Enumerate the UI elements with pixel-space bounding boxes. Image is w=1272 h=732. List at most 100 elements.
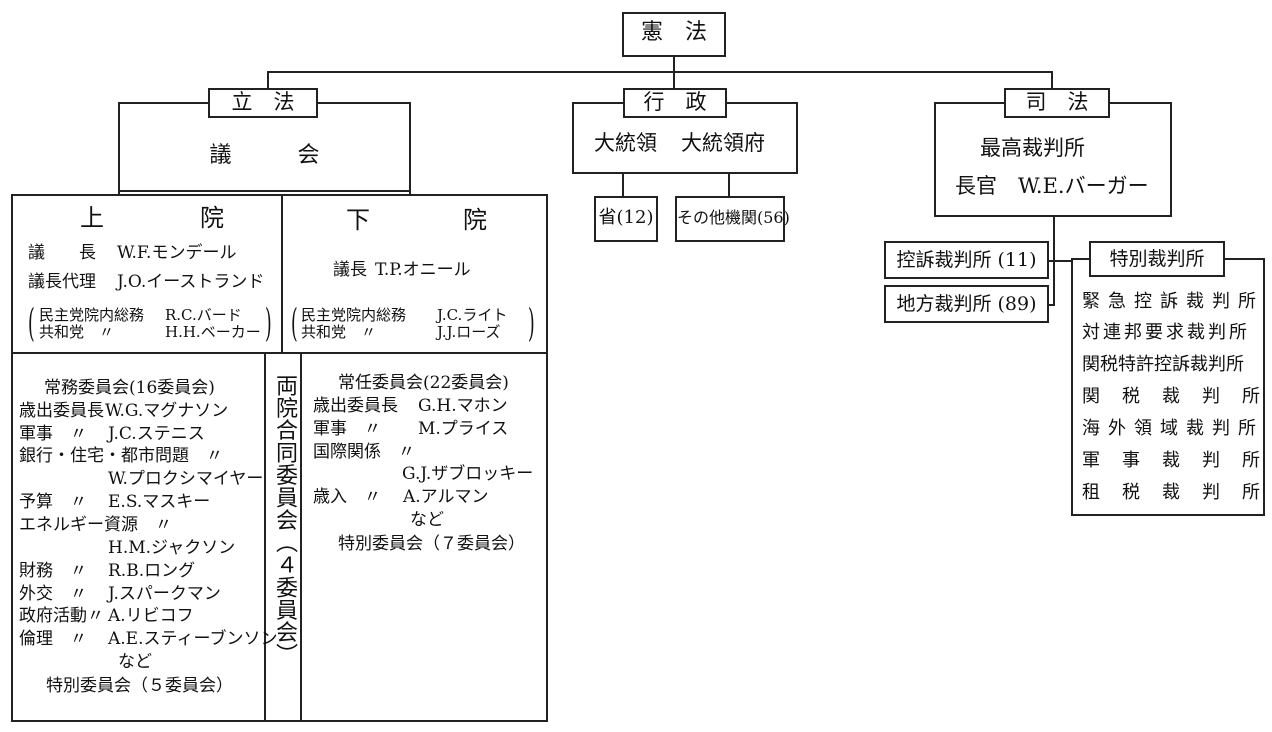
- senate-committee-name: E.S.マスキー: [108, 492, 211, 512]
- senate-paren-open: (: [28, 301, 35, 345]
- senate-committee-name: J.スパークマン: [108, 584, 221, 604]
- house-whip-name: J.C.ライト: [437, 306, 508, 324]
- appeals-court-label: 控訴裁判所 (11): [896, 249, 1037, 271]
- senate-committee-role: 外交 〃: [19, 584, 87, 604]
- special-court-item: 軍事裁判所: [1082, 450, 1272, 471]
- senate-whip-name: H.H.ベーカー: [165, 323, 261, 341]
- constitution-label: 憲 法: [640, 20, 707, 45]
- house-committee-name: M.プライス: [418, 419, 509, 439]
- senate-title-b: 院: [200, 204, 224, 232]
- congress-label: 議 会: [209, 143, 320, 168]
- link-appeals: [1047, 260, 1055, 262]
- house-whip-role: 民主党院内総務: [301, 306, 407, 324]
- senate-officer-role: 議長代理: [28, 272, 96, 292]
- senate-special: 特別委員会（５委員会）: [46, 676, 233, 696]
- house-committee-role: 軍事 〃: [313, 419, 381, 439]
- house-committee-name: A.アルマン: [403, 487, 489, 507]
- senate-committee-name: R.B.ロング: [108, 561, 196, 581]
- house-speaker-role: 議長: [333, 260, 367, 280]
- drop-ministries: [622, 172, 624, 196]
- house-speaker-name: T.P.オニール: [375, 260, 471, 280]
- ministries-label: 省(12): [598, 207, 654, 228]
- senate-committee-name: H.M.ジャクソン: [108, 538, 236, 558]
- chamber-box: [11, 194, 548, 722]
- judicial-label: 司 法: [1025, 90, 1089, 114]
- district-court-label: 地方裁判所 (89): [896, 293, 1037, 315]
- president-label: 大統領: [594, 131, 657, 155]
- link-special: [1053, 260, 1073, 262]
- drop-legislative: [267, 71, 269, 89]
- special-courts-heading: 特別裁判所: [1109, 248, 1205, 270]
- house-committee-role: 歳入 〃: [313, 487, 381, 507]
- senate-title-a: 上: [80, 204, 104, 232]
- branch-bar: [267, 71, 1053, 73]
- house-title-b: 院: [463, 206, 487, 234]
- senate-committee-role: 歳出委員長: [19, 401, 104, 421]
- senate-committee-name: A.E.スティーブンソン: [108, 629, 278, 649]
- joint-left-line: [264, 352, 266, 722]
- congress-box: [118, 102, 411, 192]
- senate-committee-role: 銀行・住宅・都市問題 〃: [19, 446, 223, 466]
- house-committee-name: G.J.ザブロッキー: [402, 464, 534, 484]
- trunk-line: [673, 55, 675, 73]
- house-special: 特別委員会（７委員会）: [338, 534, 525, 554]
- senate-committee-name: W.G.マグナソン: [105, 401, 229, 421]
- special-court-item: 緊急控訴裁判所: [1082, 291, 1264, 312]
- ministries-box: [594, 196, 658, 242]
- senate-officer-name: J.O.イーストランド: [117, 272, 265, 292]
- supreme-court-box: [934, 102, 1172, 217]
- senate-whip-role: 共和党 〃: [39, 323, 115, 341]
- house-whip-role: 共和党 〃: [301, 323, 377, 341]
- president-office-label: 大統領府: [681, 131, 765, 155]
- joint-label: 両院合同委員会（４委員会）: [268, 374, 300, 666]
- house-whip-name: J.J.ローズ: [437, 323, 501, 341]
- special-court-item: 対連邦要求裁判所: [1082, 322, 1250, 343]
- drop-other: [728, 172, 730, 196]
- senate-whip-name: R.C.バード: [165, 306, 242, 324]
- senate-committee-role: 軍事 〃: [19, 424, 87, 444]
- special-court-item: 関税裁判所: [1082, 386, 1272, 407]
- senate-committee-role: 予算 〃: [19, 492, 87, 512]
- house-committee-role: 国際関係 〃: [313, 442, 415, 462]
- house-committees-heading: 常任委員会(22委員会): [338, 373, 509, 393]
- special-court-item: 海外領域裁判所: [1082, 418, 1264, 439]
- senate-officer-role: 議 長: [28, 243, 96, 263]
- drop-house: [409, 190, 411, 196]
- joint-right-line: [300, 352, 302, 722]
- link-district: [1047, 304, 1055, 306]
- executive-label: 行 政: [643, 90, 707, 114]
- joint-paren-close: ）: [272, 643, 297, 666]
- special-courts-heading-box: [1089, 241, 1225, 277]
- house-committee-role: 歳出委員長: [313, 396, 398, 416]
- appeals-court-box: [884, 241, 1049, 279]
- house-committee-name: G.H.マホン: [418, 396, 508, 416]
- other-agencies-label: その他機関(56): [677, 208, 790, 227]
- legislative-label: 立 法: [231, 90, 295, 114]
- chamber-divider-mid: [11, 352, 548, 354]
- house-paren-open: (: [291, 301, 298, 345]
- special-court-item: 租税裁判所: [1082, 482, 1272, 503]
- senate-committee-name: J.C.ステニス: [108, 424, 205, 444]
- senate-committee-role: 財務 〃: [19, 561, 87, 581]
- house-etc: など: [410, 510, 444, 530]
- district-court-box: [884, 285, 1049, 323]
- special-court-item: 関税特許控訴裁判所: [1082, 354, 1244, 375]
- constitution-box: [622, 12, 726, 57]
- drop-executive: [673, 71, 675, 89]
- chief-justice-label: 長官 W.E.バーガー: [955, 174, 1149, 198]
- drop-senate: [118, 190, 120, 196]
- chamber-divider-top: [281, 194, 283, 354]
- legislative-label-box: [208, 88, 318, 118]
- senate-whip-role: 民主党院内総務: [39, 306, 145, 324]
- senate-etc: など: [118, 652, 152, 672]
- house-paren-close: ): [528, 301, 535, 345]
- senate-paren-close: ): [265, 301, 272, 345]
- supreme-court-label: 最高裁判所: [980, 136, 1085, 160]
- joint-label-text: 両院合同委員会: [272, 374, 297, 532]
- special-courts-box: [1071, 258, 1265, 516]
- senate-committee-role: 政府活動〃: [19, 606, 104, 626]
- other-agencies-box: [675, 196, 785, 242]
- senate-committee-name: A.リビコフ: [108, 606, 194, 626]
- senate-committee-role: 倫理 〃: [19, 629, 87, 649]
- judicial-label-box: [1004, 88, 1110, 118]
